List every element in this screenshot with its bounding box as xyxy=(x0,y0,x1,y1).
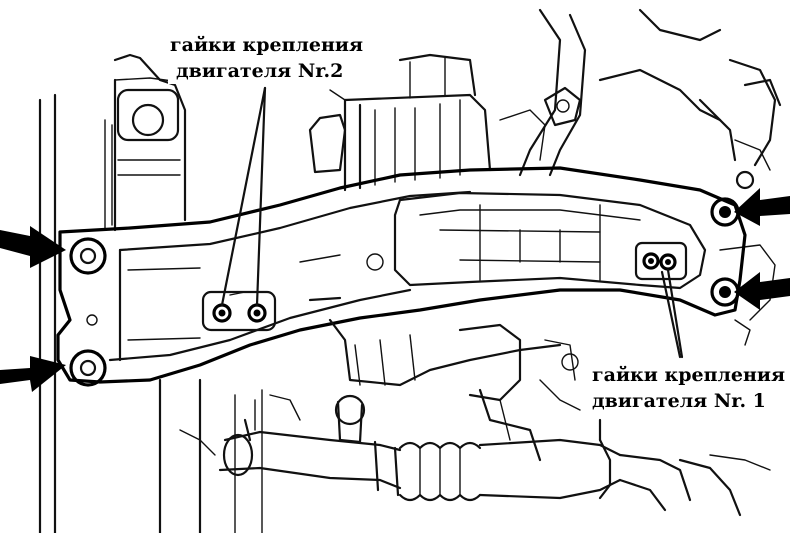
engine-block xyxy=(308,53,492,192)
arrow-icon xyxy=(734,272,790,310)
label-nr2-line2: двигателя Nr.2 xyxy=(176,60,344,82)
label-nr1-line2: двигателя Nr. 1 xyxy=(592,390,766,412)
left-bracket xyxy=(113,53,187,232)
nut-icon xyxy=(642,252,660,270)
engine-mount-nuts-nr2 xyxy=(212,303,267,323)
label-engine-mount-nuts-nr2: гайки крепления двигателя Nr.2 xyxy=(168,32,365,84)
chassis-frame-lines xyxy=(38,93,263,533)
leader-lines xyxy=(220,86,684,359)
lower-components xyxy=(179,318,771,517)
arrows xyxy=(0,188,790,392)
upper-right-linkage xyxy=(499,8,782,346)
label-engine-mount-nuts-nr1: гайки крепления двигателя Nr. 1 xyxy=(590,362,787,414)
arrow-icon xyxy=(734,188,790,226)
exhaust-pipe xyxy=(218,418,692,512)
arrow-icon xyxy=(0,226,66,268)
crossmember-bolts xyxy=(69,197,740,387)
label-nr1-line1: гайки крепления xyxy=(592,364,785,386)
label-nr2-line1: гайки крепления xyxy=(170,34,363,56)
engine-mount-nuts-nr1 xyxy=(642,252,677,271)
arrow-icon xyxy=(0,356,66,392)
crossmember xyxy=(56,166,747,384)
